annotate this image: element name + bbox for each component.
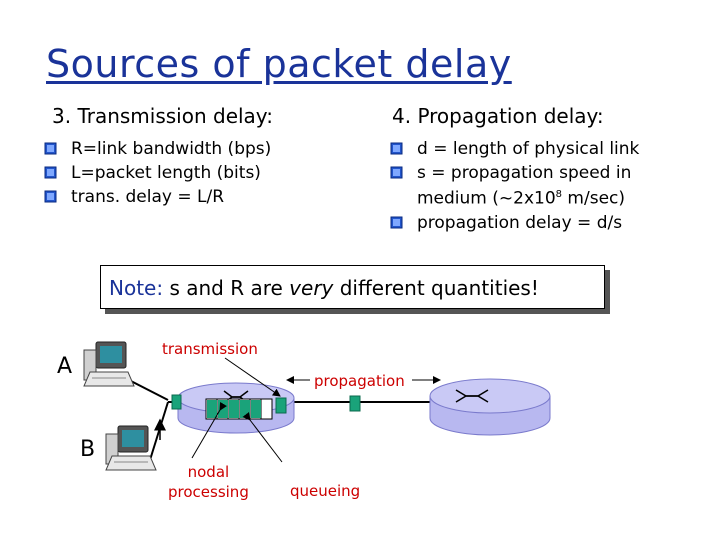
packet-propagating [349, 395, 361, 412]
transmission-label: transmission [162, 340, 258, 358]
bullet-link-length: d = length of physical link [390, 138, 710, 160]
note-box: Note: s and R are very different quantit… [100, 265, 605, 309]
propagation-bullets: d = length of physical link s = propagat… [390, 138, 710, 236]
router-cross-icon [455, 389, 489, 403]
bullet-trans-delay: trans. delay = L/R [44, 186, 344, 208]
note-emphasis: very [289, 276, 334, 300]
transmission-heading: 3. Transmission delay: [52, 104, 273, 128]
host-b-label: B [80, 437, 96, 462]
checkbox-bullet-icon [44, 166, 57, 179]
nodal-processing-label: nodal processing [168, 463, 249, 501]
packet-transmitting [275, 397, 287, 414]
queueing-label: queueing [290, 482, 361, 500]
bullet-packet-length: L=packet length (bits) [44, 162, 344, 184]
propagation-label: propagation [314, 372, 405, 390]
host-a-label: A [57, 354, 73, 379]
checkbox-bullet-icon [44, 142, 57, 155]
note-label: Note: [109, 276, 164, 300]
packet-incoming [171, 394, 182, 410]
transmission-arrow [224, 357, 281, 397]
link-b-router [149, 401, 169, 461]
bullet-propagation-speed: s = propagation speed in medium (~2x108 … [390, 162, 710, 210]
transmission-bullets: R=link bandwidth (bps) L=packet length (… [44, 138, 344, 210]
nodal-processing-arrow [191, 401, 227, 459]
output-queue [205, 398, 273, 420]
slide-title: Sources of packet delay [46, 42, 512, 86]
bullet-bandwidth: R=link bandwidth (bps) [44, 138, 344, 160]
checkbox-bullet-icon [390, 166, 403, 179]
router-right [429, 378, 551, 436]
host-a-computer-icon [83, 341, 135, 387]
checkbox-bullet-icon [390, 142, 403, 155]
checkbox-bullet-icon [390, 216, 403, 229]
queueing-arrow [242, 412, 283, 463]
propagation-heading: 4. Propagation delay: [392, 104, 604, 128]
checkbox-bullet-icon [44, 190, 57, 203]
host-b-computer-icon [105, 425, 157, 471]
bullet-propagation-delay: propagation delay = d/s [390, 212, 710, 234]
